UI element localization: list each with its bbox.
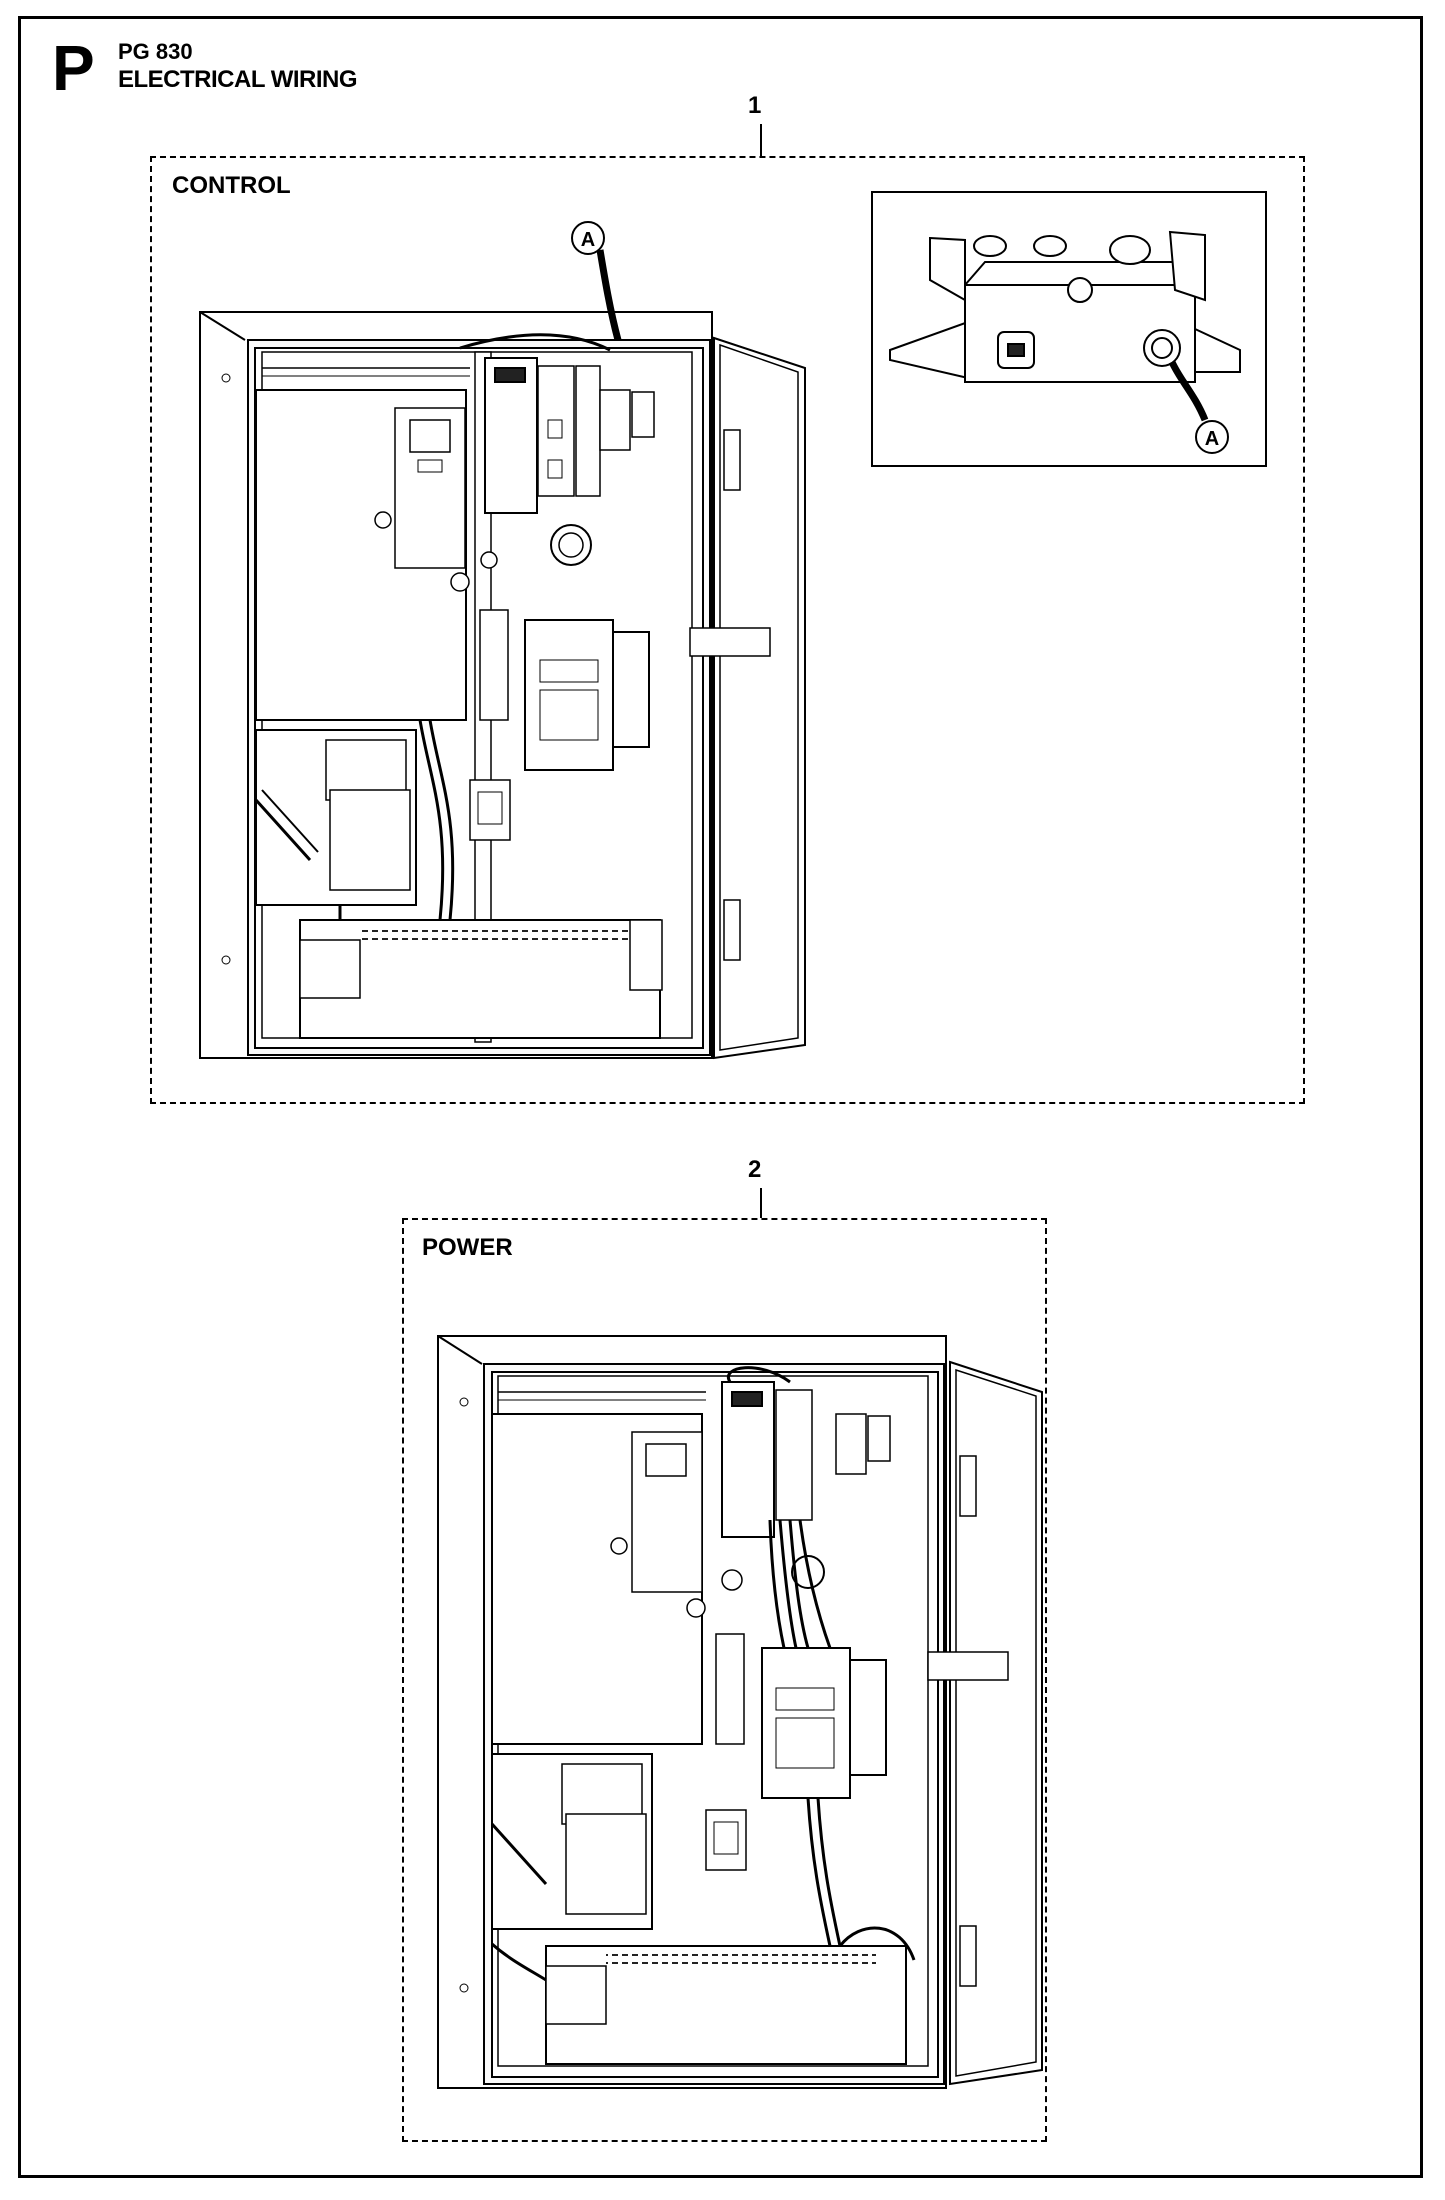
power-group-box: [402, 1218, 1047, 2142]
callout-a-cable-text: A: [581, 229, 595, 251]
page-title: ELECTRICAL WIRING: [118, 66, 358, 93]
callout-a-cable: [571, 221, 605, 255]
control-group-box: [150, 156, 1305, 1104]
control-group-label: CONTROL: [172, 172, 291, 199]
callout-a-inset-text: A: [1205, 428, 1219, 450]
group-2-number: 2: [748, 1156, 762, 1183]
page-frame: [18, 16, 1423, 2178]
power-group-label: POWER: [422, 1234, 513, 1261]
power-cabinet: [437, 1335, 1043, 2089]
control-box-inset: [871, 191, 1267, 467]
group-1-number: 1: [748, 92, 762, 119]
model-label: PG 830: [118, 39, 193, 64]
control-cabinet: [199, 249, 806, 1060]
section-letter: P: [52, 32, 95, 104]
